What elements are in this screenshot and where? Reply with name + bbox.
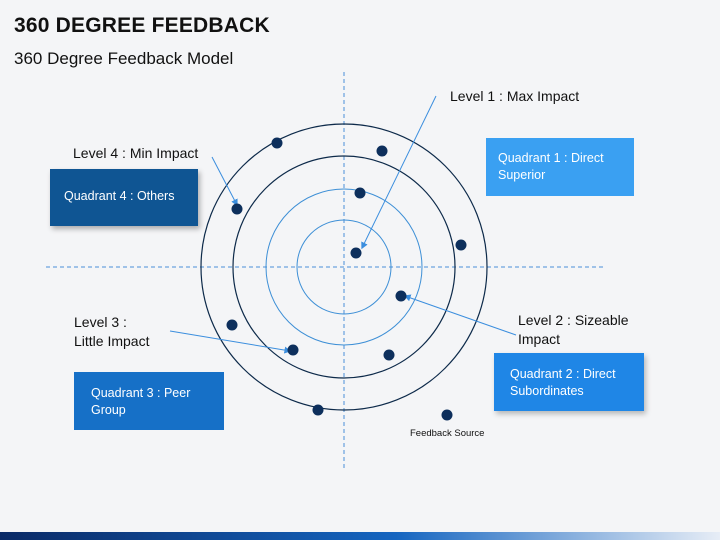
feedback-source-dot (395, 290, 407, 302)
arrow-level-4 (211, 156, 238, 207)
feedback-source-dot (354, 187, 366, 199)
feedback-source-dot (350, 247, 362, 259)
legend-feedback-source-label: Feedback Source (410, 428, 485, 439)
label-level-4: Level 4 : Min Impact (73, 145, 199, 161)
feedback-source-dot (376, 145, 388, 157)
quadrant-3-box: Quadrant 3 : Peer Group (74, 372, 224, 430)
footer-bar (0, 532, 720, 540)
feedback-source-dot (312, 404, 324, 416)
slide-subtitle: 360 Degree Feedback Model (14, 49, 234, 68)
feedback-source-dot (455, 239, 467, 251)
label-level-3-line2: Little Impact (74, 333, 150, 349)
ring-level-3 (232, 155, 456, 379)
arrow-level-2 (403, 294, 517, 336)
feedback-source-dot (226, 319, 238, 331)
label-level-3: Level 3 : Little Impact (74, 313, 149, 351)
label-level-2: Level 2 : Sizeable Impact (518, 311, 629, 349)
label-level-3-line1: Level 3 : (74, 314, 127, 330)
arrow-level-1 (361, 95, 437, 250)
label-level-2-line2: Impact (518, 331, 561, 347)
quadrant-1-box: Quadrant 1 : Direct Superior (486, 138, 634, 196)
feedback-source-dot (383, 349, 395, 361)
quadrant-4-box: Quadrant 4 : Others (50, 169, 198, 226)
feedback-source-dot (231, 203, 243, 215)
arrow-level-3 (169, 330, 292, 354)
slide-title: 360 DEGREE FEEDBACK (14, 14, 270, 37)
label-level-2-line1: Level 2 : Sizeable (518, 312, 629, 328)
feedback-source-dot (287, 344, 299, 356)
ring-level-2 (265, 188, 423, 346)
label-level-1: Level 1 : Max Impact (450, 88, 580, 104)
legend-dot (441, 409, 453, 421)
ring-level-1 (296, 219, 392, 315)
feedback-source-dot (271, 137, 283, 149)
ring-level-4 (200, 123, 488, 411)
quadrant-2-box: Quadrant 2 : Direct Subordinates (494, 353, 644, 411)
